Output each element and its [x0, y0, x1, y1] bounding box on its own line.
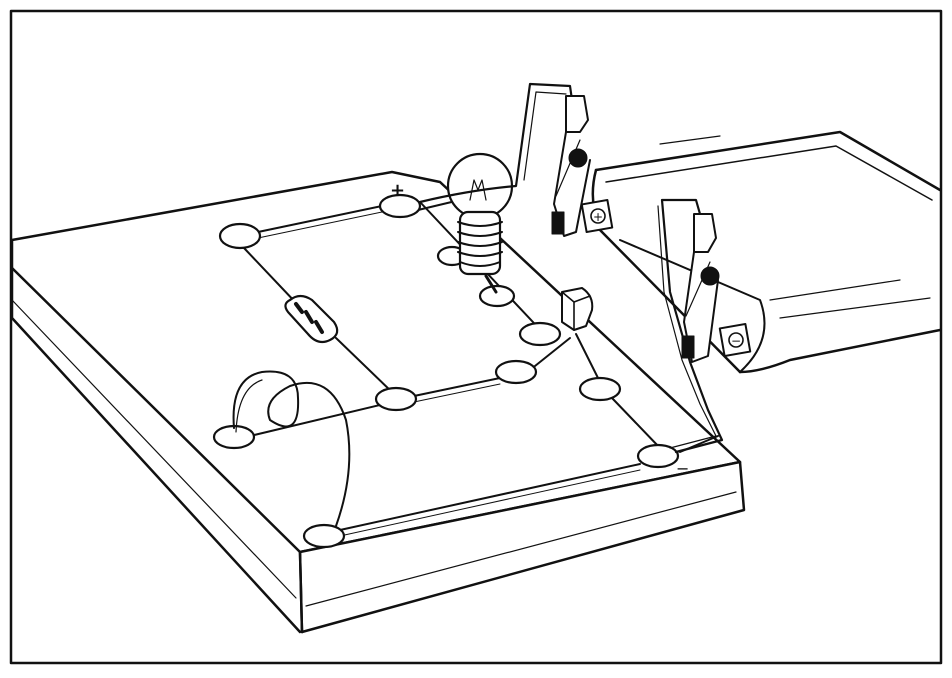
pad-top-left	[218, 222, 262, 250]
pad-lamp-bottom	[478, 284, 516, 308]
battery-negative-screw	[728, 332, 744, 348]
pad-bottom-right	[636, 443, 680, 469]
pad-right	[578, 376, 622, 402]
resistor	[284, 294, 339, 344]
clip-lead-negative	[657, 198, 724, 454]
battery-positive-label: +	[593, 210, 603, 224]
battery: + −	[580, 130, 942, 374]
battery-negative-terminal	[718, 322, 752, 358]
board-negative-label: −	[676, 459, 689, 478]
pad-middle-right	[494, 359, 538, 385]
pad-top-positive	[378, 193, 422, 219]
board-positive-label: +	[390, 180, 405, 201]
figure-border	[9, 9, 943, 665]
battery-positive-screw	[590, 208, 606, 224]
loose-wire	[232, 370, 351, 527]
diode	[561, 287, 594, 331]
pad-lower-left	[212, 424, 256, 450]
battery-positive-terminal	[580, 198, 614, 234]
circuit-board	[10, 170, 746, 634]
connection-pads	[212, 193, 680, 549]
pad-middle-left	[374, 386, 418, 412]
pad-diode-left	[518, 321, 562, 347]
pad-bottom-left	[302, 523, 346, 549]
battery-negative-label: −	[731, 334, 741, 348]
clip-lead-positive	[418, 82, 591, 237]
